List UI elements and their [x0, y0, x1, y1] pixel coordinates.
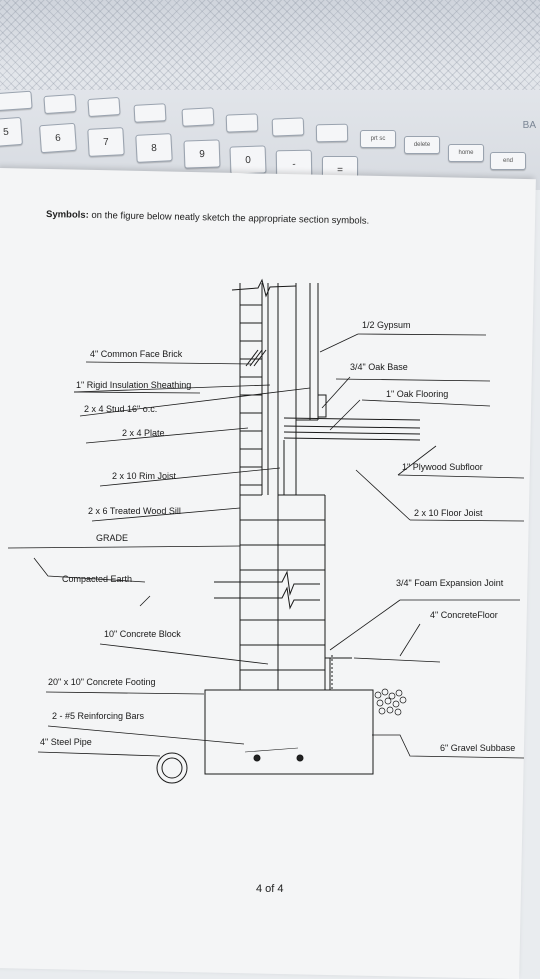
label-grade: GRADE [96, 533, 128, 543]
label-reinforcing-bars: 2 - #5 Reinforcing Bars [52, 711, 145, 721]
label-plywood-subfloor: 1" Plywood Subfloor [402, 462, 483, 472]
laptop-keyboard-area: BA prt sc delete home end 5 6 7 8 9 0 - … [0, 0, 540, 190]
speaker-grille [0, 0, 540, 90]
label-concrete-block: 10" Concrete Block [104, 629, 181, 639]
key-prtsc[interactable]: prt sc [360, 130, 396, 148]
label-concrete-footing: 20" x 10" Concrete Footing [48, 677, 155, 687]
label-rim-joist: 2 x 10 Rim Joist [112, 471, 177, 481]
label-steel-pipe: 4" Steel Pipe [40, 737, 92, 747]
label-compacted-earth: Compacted Earth [62, 574, 132, 584]
label-gypsum: 1/2 Gypsum [362, 320, 411, 330]
label-wood-sill: 2 x 6 Treated Wood Sill [88, 506, 181, 516]
label-plate: 2 x 4 Plate [122, 428, 165, 438]
label-floor-joist: 2 x 10 Floor Joist [414, 508, 483, 518]
label-gravel-subbase: 6" Gravel Subbase [440, 743, 515, 753]
label-stud: 2 x 4 Stud 16" o.c. [84, 404, 157, 414]
label-oak-flooring: 1" Oak Flooring [386, 389, 448, 399]
label-rigid-insulation: 1" Rigid Insulation Sheathing [76, 380, 191, 390]
label-oak-base: 3/4" Oak Base [350, 362, 408, 372]
label-common-face-brick: 4" Common Face Brick [90, 349, 183, 359]
key-end[interactable]: end [490, 152, 526, 170]
brand-text: BA [522, 120, 536, 131]
key-delete[interactable]: delete [404, 136, 440, 154]
label-concrete-floor: 4" ConcreteFloor [430, 610, 498, 620]
key-home[interactable]: home [448, 144, 484, 162]
label-foam-expansion: 3/4" Foam Expansion Joint [396, 578, 504, 588]
page-number: 4 of 4 [256, 883, 284, 895]
